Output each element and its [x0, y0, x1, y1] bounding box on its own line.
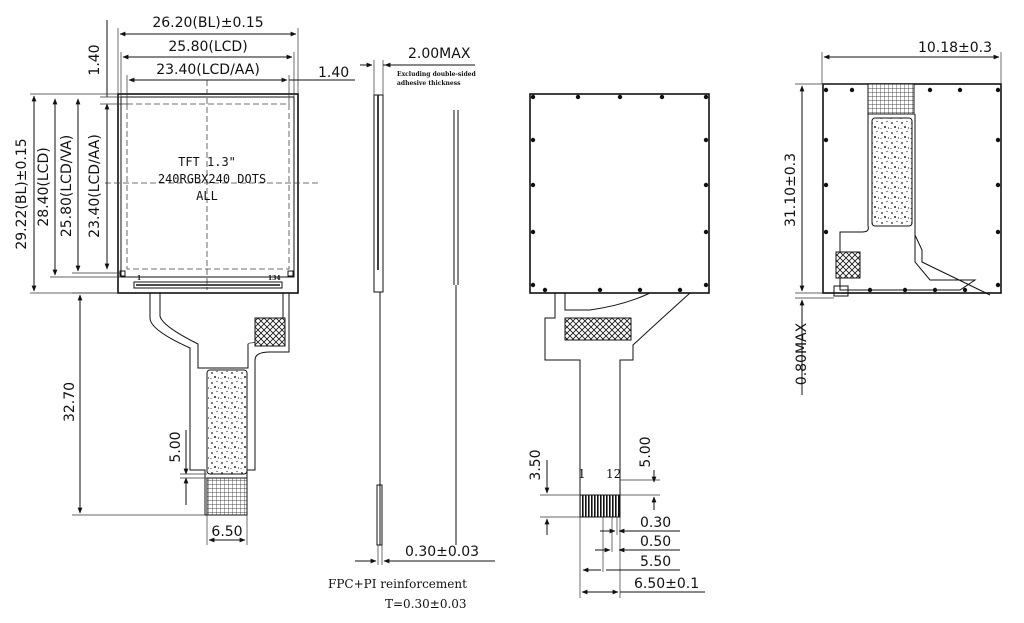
- dim-500: 5.00: [638, 436, 654, 467]
- side-view: 2.00MAX Excluding double-sided adhesive …: [328, 46, 495, 611]
- pad-last-label: 134: [268, 275, 281, 282]
- fpc-component: [254, 317, 286, 347]
- panel-text-2: 240RGBX240 DOTS: [158, 172, 266, 186]
- pad-first-label: 1: [137, 275, 141, 282]
- back-view: 1 12 3.50 5.00 0.30 0.50 5.50 6.50±: [528, 93, 710, 598]
- reinforcement-line2: T=0.30±0.03: [385, 597, 467, 611]
- folded-panel-dots: [823, 87, 1001, 293]
- folded-gold-fingers: [867, 83, 915, 115]
- dim-total: 6.50±0.1: [634, 576, 699, 592]
- aa-width-dim: 23.40(LCD/AA): [156, 62, 260, 78]
- offset-right-dim: 1.40: [318, 65, 349, 81]
- stiffener-gap-dim: 5.00: [168, 431, 184, 462]
- side-note-line2: adhesive thickness: [397, 80, 461, 87]
- offset-top-dim: 1.40: [87, 44, 103, 75]
- reinforcement-line1: FPC+PI reinforcement: [328, 577, 467, 591]
- folded-stiffener: [871, 117, 913, 227]
- dim-350: 3.50: [528, 449, 544, 480]
- pin-last-label: 12: [606, 467, 621, 481]
- panel-text-3: ALL: [196, 189, 218, 203]
- panel-text-1: TFT 1.3": [178, 155, 236, 169]
- back-panel-dots: [530, 94, 709, 293]
- back-gold-fingers: [579, 494, 621, 518]
- active-area: [126, 103, 290, 270]
- dim-050: 0.50: [640, 534, 671, 550]
- folded-height-dim: 31.10±0.3: [783, 153, 799, 227]
- folded-view: 10.18±0.3 31.10±0.3 0.80MAX: [783, 40, 1002, 395]
- lcd-height-dim: 28.40(LCD): [36, 147, 52, 226]
- side-note-line1: Excluding double-sided: [397, 71, 477, 78]
- bl-height-dim: 29.22(BL)±0.15: [14, 138, 30, 249]
- va-height-dim: 25.80(LCD/VA): [59, 135, 75, 237]
- pin-first-label: 1: [578, 467, 586, 481]
- finger-width-dim: 6.50: [211, 524, 242, 540]
- back-fpc-outline: [544, 292, 691, 496]
- aa-height-dim: 23.40(LCD/AA): [87, 134, 103, 238]
- lcd-width-dim: 25.80(LCD): [168, 39, 247, 55]
- side-thickness-dim: 2.00MAX: [408, 46, 471, 62]
- fpc-length-dim: 32.70: [62, 382, 78, 422]
- folded-thickness-dim: 0.80MAX: [794, 322, 810, 385]
- lcd-outline: [120, 96, 295, 278]
- folded-hatched-component: [835, 251, 861, 279]
- front-stiffener: [206, 369, 248, 475]
- back-hatched-component: [564, 317, 632, 341]
- backlight-outline: [117, 93, 299, 294]
- bl-width-dim: 26.20(BL)±0.15: [152, 15, 263, 31]
- dim-pitch: 0.30: [640, 515, 671, 531]
- fpc-thickness-dim: 0.30±0.03: [405, 544, 479, 560]
- back-panel: [529, 93, 710, 294]
- front-view: 1 134 TFT 1.3" 240RGBX240 DOTS ALL 26.20…: [14, 15, 355, 545]
- bond-pad-strip: [133, 281, 283, 289]
- front-gold-fingers: [206, 477, 248, 516]
- folded-width-dim: 10.18±0.3: [918, 40, 992, 56]
- dim-span: 5.50: [640, 554, 671, 570]
